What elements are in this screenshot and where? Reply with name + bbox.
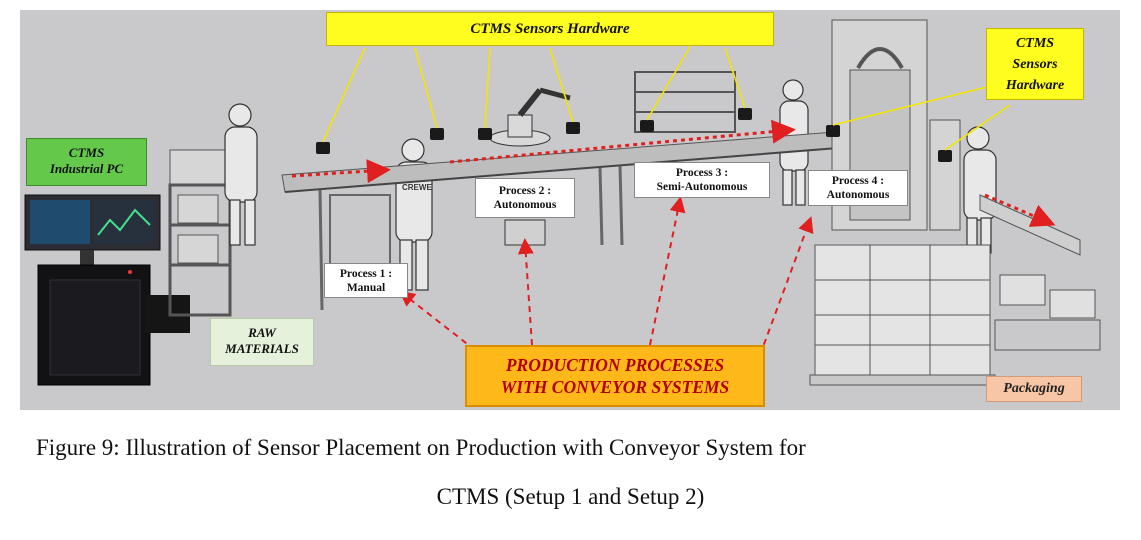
process-3-label: Process 3 : Semi-Autonomous — [634, 162, 770, 198]
production-line-2: WITH CONVEYOR SYSTEMS — [500, 377, 730, 397]
process-1-line-1: Process 1 : — [339, 268, 393, 280]
production-illustration: CREWE — [20, 10, 1120, 410]
production-scene: CREWE — [20, 10, 1120, 410]
process-4-label: Process 4 : Autonomous — [808, 170, 908, 206]
process-4-line-2: Autonomous — [826, 189, 890, 201]
process-1-line-2: Manual — [346, 282, 386, 294]
sensor-8 — [938, 150, 952, 162]
production-line-1: PRODUCTION PROCESSES — [505, 355, 725, 375]
raw-materials-rack-icon — [168, 149, 232, 317]
raw-materials-label: RAW MATERIALS — [210, 318, 314, 366]
industrial-pc-line-1: CTMS — [68, 145, 105, 160]
industrial-pc-line-2: Industrial PC — [49, 161, 124, 176]
industrial-pc-label: CTMS Industrial PC — [26, 138, 147, 186]
packaging-area-icon — [979, 194, 1101, 351]
production-processes-label: PRODUCTION PROCESSES WITH CONVEYOR SYSTE… — [465, 345, 765, 407]
process-2-line-2: Autonomous — [493, 199, 557, 211]
process-3-line-2: Semi-Autonomous — [656, 181, 748, 193]
worker-shirt-text: CREWE — [402, 183, 432, 192]
packaging-label: Packaging — [986, 376, 1082, 402]
process-2-label: Process 2 : Autonomous — [475, 178, 575, 218]
sensors-right-line-1: CTMS — [1015, 36, 1055, 51]
figure-caption-line-2: CTMS (Setup 1 and Setup 2) — [436, 484, 705, 509]
raw-materials-line-1: RAW — [248, 325, 276, 340]
production-pointer-lines — [398, 196, 814, 356]
process-3-line-1: Process 3 : — [675, 167, 729, 179]
stacked-boxes-icon — [809, 244, 996, 386]
sensor-callout-lines — [322, 29, 1011, 151]
sensors-right-line-3: Hardware — [1005, 78, 1065, 93]
sensor-3 — [478, 128, 492, 140]
sensors-right-line-2: Sensors — [1012, 57, 1058, 72]
sensor-4 — [566, 122, 580, 134]
process-2-line-1: Process 2 : — [498, 185, 552, 197]
flow-arrows — [291, 119, 1056, 227]
sensor-icons — [316, 108, 952, 162]
sensor-7 — [826, 125, 840, 137]
figure-caption-line-1: Figure 9: Illustration of Sensor Placeme… — [36, 435, 806, 460]
sensor-1 — [316, 142, 330, 154]
sensors-hardware-top-label: CTMS Sensors Hardware — [326, 12, 774, 46]
sensor-5 — [640, 120, 654, 132]
sensors-hardware-right-label: CTMS Sensors Hardware — [986, 28, 1084, 100]
process-4-line-1: Process 4 : — [831, 175, 885, 187]
worker-1 — [224, 103, 258, 246]
raw-materials-line-2: MATERIALS — [225, 341, 299, 356]
sensor-2 — [430, 128, 444, 140]
process-1-label: Process 1 : Manual — [324, 263, 408, 298]
industrial-pc-icon — [24, 194, 190, 386]
sensor-6 — [738, 108, 752, 120]
